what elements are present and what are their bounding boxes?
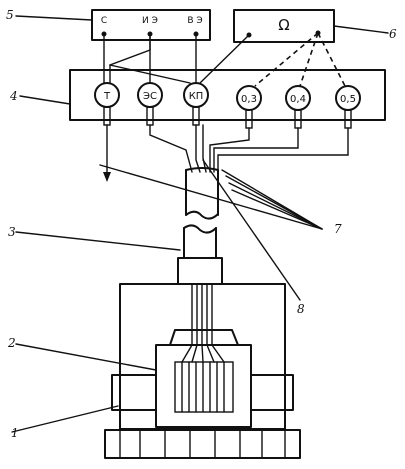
meter-left-label-ve: В Э — [187, 16, 202, 26]
gauge-05: 0,5 — [335, 85, 361, 129]
gauge-kp: КП — [183, 82, 209, 126]
callout-6: 6 — [389, 27, 397, 41]
wires-ohmmeter — [199, 32, 346, 87]
meter-left-label-ie: И Э — [142, 16, 158, 26]
gauge-es: ЭС — [137, 82, 163, 126]
callout-leaders — [11, 15, 389, 433]
callout-4: 4 — [9, 89, 18, 103]
callout-3: 3 — [8, 225, 16, 239]
wire-bundle — [149, 124, 349, 173]
gauge-panel — [69, 69, 386, 121]
gauge-kp-label: КП — [189, 91, 204, 102]
gauge-t-label: Т — [103, 91, 111, 102]
wires-meter-left — [103, 33, 197, 84]
callout-7: 7 — [334, 222, 342, 236]
callout-2: 2 — [7, 336, 16, 350]
tube-bottom — [177, 224, 223, 285]
gauge-es-label: ЭС — [143, 91, 157, 102]
thermo-lead — [103, 124, 111, 182]
gauge-03-label: 0,3 — [241, 94, 257, 105]
tube-top — [185, 167, 219, 220]
callout-1: 1 — [11, 426, 19, 440]
gauge-04: 0,4 — [285, 85, 311, 129]
inner-wires — [191, 283, 213, 346]
callout-5: 5 — [6, 8, 14, 22]
gauge-t: Т — [94, 82, 120, 126]
ohm-symbol: Ω — [278, 16, 289, 34]
meter-box-left: С И Э В Э — [91, 9, 211, 41]
gauge-04-label: 0,4 — [290, 94, 306, 105]
callout-8: 8 — [297, 302, 305, 316]
gauge-05-label: 0,5 — [340, 94, 356, 105]
base — [104, 429, 301, 459]
gauge-03: 0,3 — [236, 85, 262, 129]
ohmmeter-box: Ω — [233, 9, 335, 43]
meter-left-label-c: С — [101, 16, 107, 26]
